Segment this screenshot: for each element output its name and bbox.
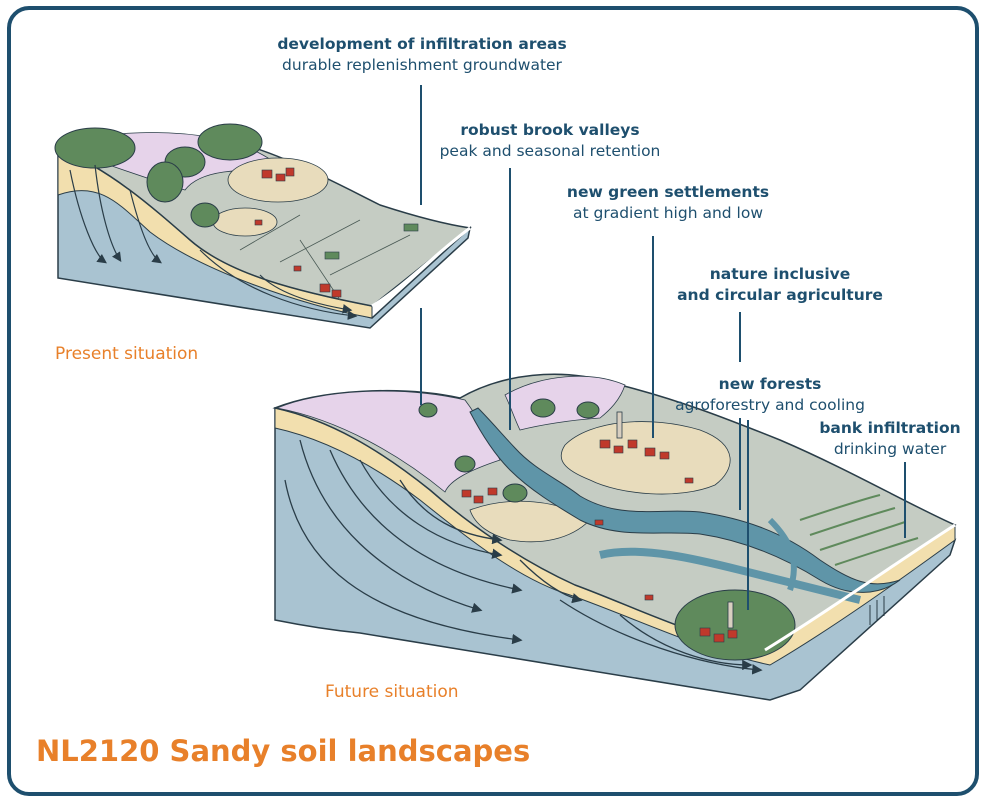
label-settlements-subtitle: at gradient high and low (573, 204, 763, 222)
page-title: NL2120 Sandy soil landscapes (36, 734, 531, 768)
label-infiltration-subtitle: durable replenishment groundwater (282, 56, 562, 74)
label-infiltration-areas: development of infiltration areas durabl… (240, 34, 604, 76)
leader-lines (420, 85, 906, 610)
future-heath-left (275, 390, 501, 493)
future-settlement-plateau (560, 421, 731, 495)
label-bank-subtitle: drinking water (833, 440, 947, 458)
future-forest (418, 398, 796, 661)
future-lower-field (469, 500, 591, 543)
present-forest (54, 123, 263, 228)
label-forests-title: new forests (718, 375, 822, 393)
label-infiltration-title: development of infiltration areas (277, 35, 567, 53)
label-forests-subtitle: agroforestry and cooling (675, 396, 865, 414)
present-field (212, 207, 278, 237)
label-green-settlements: new green settlements at gradient high a… (548, 182, 788, 224)
label-brook-subtitle: peak and seasonal retention (439, 142, 661, 160)
label-circular-agriculture: nature inclusive and circular agricultur… (650, 264, 910, 306)
label-brook-valleys: robust brook valleys peak and seasonal r… (420, 120, 680, 162)
label-new-forests: new forests agroforestry and cooling (660, 374, 880, 416)
label-settlements-title: new green settlements (566, 183, 770, 201)
label-agriculture-line2: and circular agriculture (677, 286, 883, 304)
label-agriculture-line1: nature inclusive (709, 265, 851, 283)
label-bank-infiltration: bank infiltration drinking water (806, 418, 974, 460)
present-situation-block (54, 123, 472, 329)
future-situation-block (272, 373, 957, 701)
label-bank-title: bank infiltration (819, 419, 961, 437)
caption-future-situation: Future situation (325, 682, 459, 702)
caption-present-situation: Present situation (55, 344, 199, 364)
label-brook-title: robust brook valleys (460, 121, 640, 139)
